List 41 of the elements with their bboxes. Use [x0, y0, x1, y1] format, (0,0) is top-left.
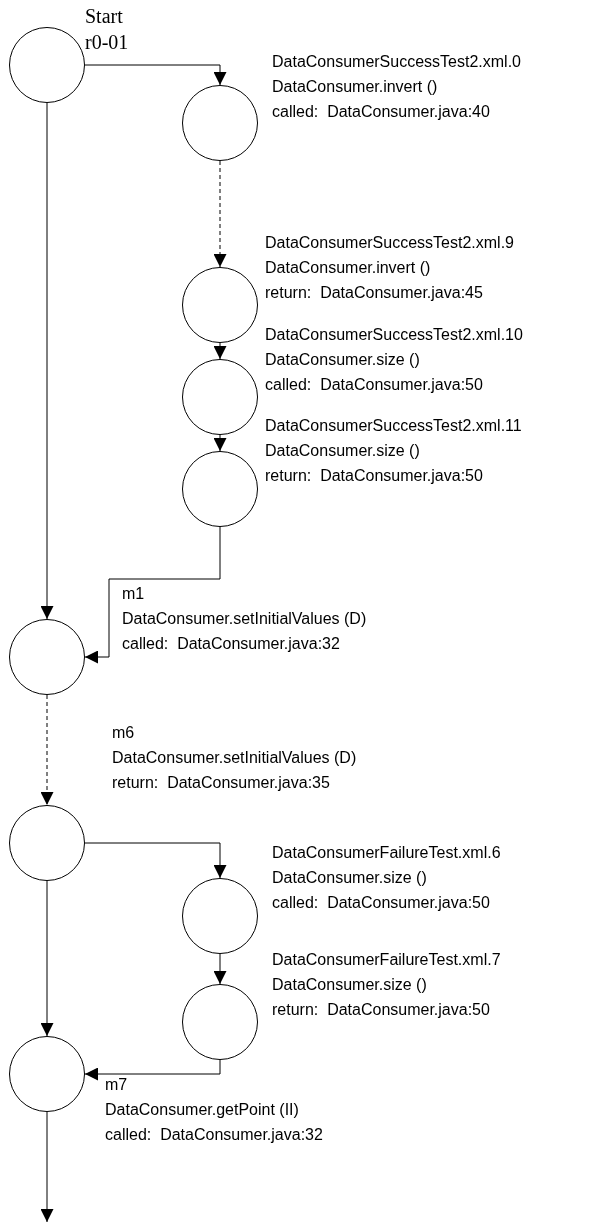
- arrow: [40, 880, 54, 1037]
- state-annotation: called: DataConsumer.java:32: [105, 1125, 323, 1145]
- state-annotation: DataConsumer.size (): [265, 350, 421, 370]
- state-annotation: DataConsumerSuccessTest2.xml.11: [265, 416, 522, 436]
- state-annotation: DataConsumer.setInitialValues (D): [122, 609, 367, 629]
- state-annotation: DataConsumerFailureTest.xml.7: [272, 950, 501, 970]
- state-annotation: DataConsumer.size (): [272, 868, 428, 888]
- state-annotation: DataConsumer.invert (): [265, 258, 432, 278]
- state-annotation: m1: [122, 584, 146, 604]
- arrow: [40, 102, 54, 620]
- state-annotation: m6: [112, 723, 136, 743]
- arrow: [213, 434, 227, 452]
- state-annotation: called: DataConsumer.java:50: [265, 375, 484, 395]
- state-annotation: called: DataConsumer.java:50: [272, 893, 491, 913]
- state-annotation: DataConsumer.size (): [265, 441, 421, 461]
- arrow: [84, 842, 227, 879]
- arrow: [40, 1111, 54, 1223]
- arrow: [84, 64, 227, 86]
- state-annotation: called: DataConsumer.java:40: [272, 102, 491, 122]
- state-annotation: DataConsumer.setInitialValues (D): [112, 748, 357, 768]
- state-annotation: DataConsumerSuccessTest2.xml.9: [265, 233, 514, 253]
- state-annotation: DataConsumerSuccessTest2.xml.0: [272, 52, 521, 72]
- state-annotation: return: DataConsumer.java:50: [272, 1000, 491, 1020]
- state-annotation: DataConsumerSuccessTest2.xml.10: [265, 325, 523, 345]
- state-annotation: DataConsumer.size (): [272, 975, 428, 995]
- arrow: [213, 342, 227, 360]
- state-annotation: return: DataConsumer.java:35: [112, 773, 331, 793]
- arrow: [213, 953, 227, 985]
- state-annotation: DataConsumer.getPoint (II): [105, 1100, 300, 1120]
- state-annotation: DataConsumerFailureTest.xml.6: [272, 843, 501, 863]
- state-annotation: r0-01: [85, 30, 129, 55]
- dashed-arrow: [40, 694, 54, 806]
- dashed-arrow: [213, 160, 227, 268]
- arrow: [84, 1059, 221, 1081]
- state-annotation: return: DataConsumer.java:45: [265, 283, 484, 303]
- state-annotation: m7: [105, 1075, 129, 1095]
- state-annotation: DataConsumer.invert (): [272, 77, 439, 97]
- state-annotation: called: DataConsumer.java:32: [122, 634, 341, 654]
- state-annotation: return: DataConsumer.java:50: [265, 466, 484, 486]
- state-annotation: Start: [85, 4, 124, 29]
- arrow: [84, 526, 221, 664]
